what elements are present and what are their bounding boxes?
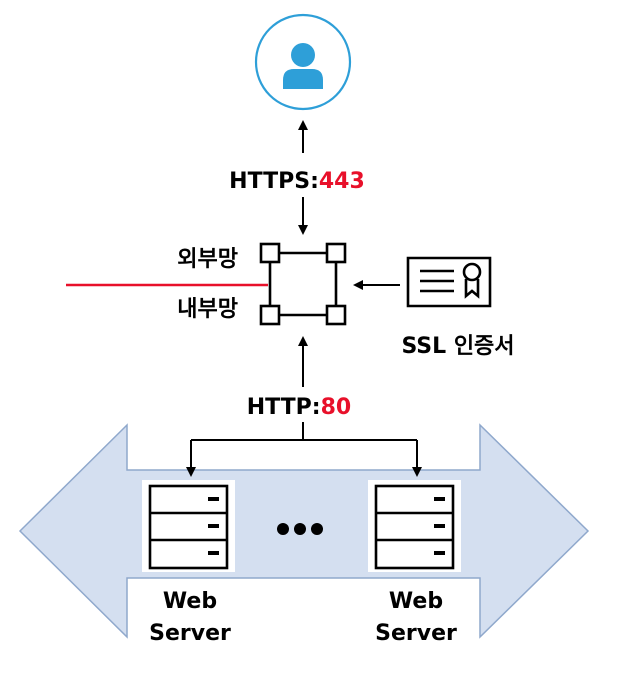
web-server-2-label: Web Server xyxy=(366,580,466,650)
zone-internal-label: 내부망 xyxy=(177,297,238,322)
certificate-label: SSL 인증서 xyxy=(401,334,514,359)
https-label: HTTPS:443 xyxy=(229,169,365,194)
server-icon xyxy=(374,484,455,570)
http-label: HTTP:80 xyxy=(247,395,351,420)
user-icon xyxy=(283,43,323,89)
zone-external-label: 외부망 xyxy=(177,247,238,272)
http-protocol: HTTP: xyxy=(247,395,321,420)
https-protocol: HTTPS: xyxy=(229,169,319,194)
https-port: 443 xyxy=(319,169,365,194)
web-server-2 xyxy=(368,480,461,572)
network-node-icon xyxy=(259,242,347,326)
web-server-1-label: Web Server xyxy=(140,580,240,650)
server-label-line2: Server xyxy=(375,621,457,646)
user-node xyxy=(254,13,352,111)
server-label-line1: Web xyxy=(389,589,443,614)
branch-connector xyxy=(186,422,422,477)
server-label-line2: Server xyxy=(149,621,231,646)
server-icon xyxy=(148,484,229,570)
http-port: 80 xyxy=(321,395,352,420)
server-label-line1: Web xyxy=(163,589,217,614)
certificate-icon xyxy=(406,256,492,308)
web-server-1 xyxy=(142,480,235,572)
ellipsis-icon xyxy=(277,523,323,535)
